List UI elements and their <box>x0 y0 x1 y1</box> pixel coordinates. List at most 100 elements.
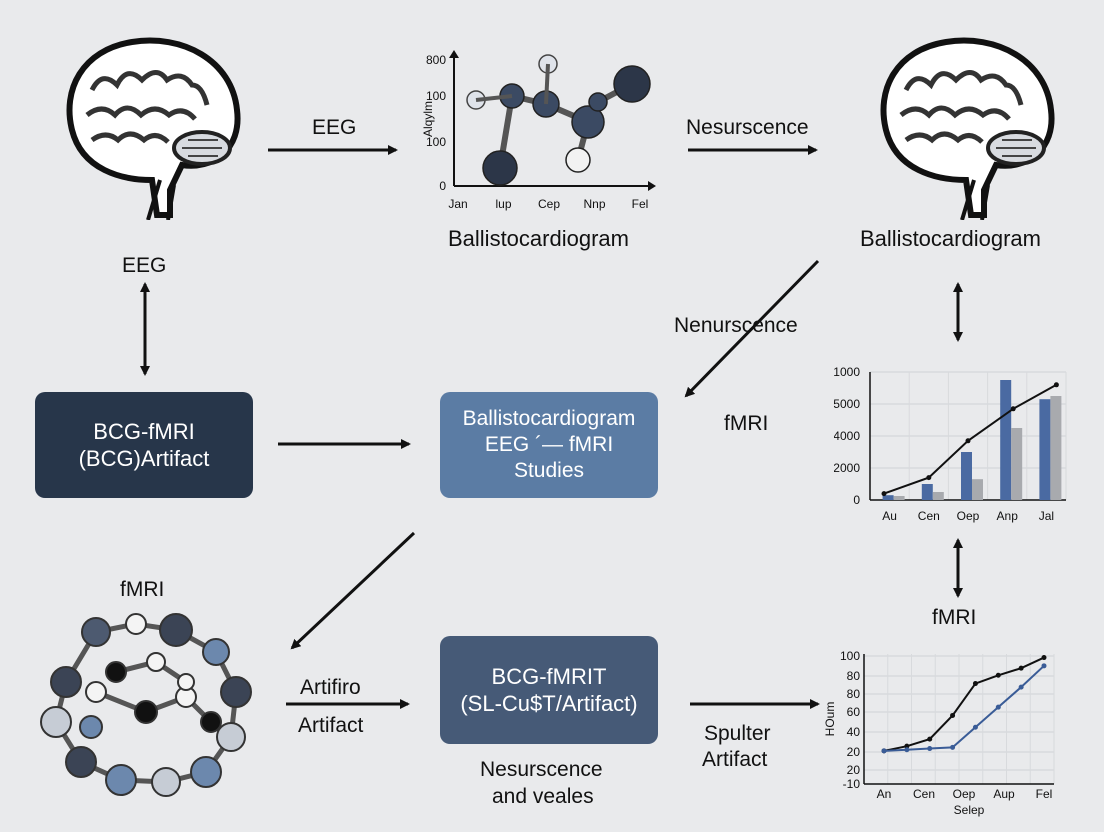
label-neuroscience-top: Nesurscence <box>686 116 809 139</box>
y-axis-label: Alqylm <box>421 101 435 137</box>
bar <box>961 452 972 500</box>
trend-point <box>965 438 971 444</box>
x-tick-label: Oep <box>957 509 980 523</box>
series-point <box>927 736 933 742</box>
series-point <box>972 681 978 687</box>
x-tick-label: Cen <box>918 509 940 523</box>
data-point <box>613 65 651 103</box>
x-tick-label: Fel <box>1036 787 1053 801</box>
label-bottom-caption-1: Nesurscence <box>480 758 603 781</box>
label-bottom-caption-2: and veales <box>492 785 594 808</box>
data-point <box>482 150 518 186</box>
box-line: (SL-Cu$T/Artifact) <box>460 691 638 716</box>
x-tick-label: Cen <box>913 787 935 801</box>
y-tick-label: 100 <box>840 649 860 663</box>
series-point <box>1041 655 1047 661</box>
series-point <box>904 747 910 753</box>
trend-point <box>1053 382 1059 388</box>
data-point <box>565 147 591 173</box>
y-tick-label: 0 <box>439 179 446 193</box>
label-artifact-arrow-1: Artifiro <box>300 676 361 699</box>
box-line: BCG-fMRI <box>93 419 195 444</box>
label-eeg-left: EEG <box>122 254 167 277</box>
label-spulter-1: Spulter <box>704 722 771 745</box>
box-bcg-fmrit-artifact: BCG-fMRIT (SL-Cu$T/Artifact) <box>440 636 658 744</box>
y-tick-label: 0 <box>853 493 860 507</box>
series-point <box>995 672 1001 678</box>
y-tick-label: 20 <box>847 745 861 759</box>
y-tick-label: 40 <box>847 725 861 739</box>
x-tick-label: Nnp <box>583 197 605 211</box>
x-tick-label: Jan <box>448 197 467 211</box>
bar <box>1050 396 1062 500</box>
box-line: Studies <box>513 459 585 482</box>
label-fmri-left: fMRI <box>120 578 165 601</box>
label-artifact-arrow-2: Artifact <box>298 714 364 737</box>
series-point <box>904 743 910 749</box>
label-eeg-top: EEG <box>312 116 357 139</box>
bond-line <box>544 63 550 105</box>
bar <box>932 492 944 500</box>
x-tick-label: Cep <box>538 197 560 211</box>
series-point <box>1018 684 1024 690</box>
label-ballistocardiogram-right: Ballistocardiogram <box>860 226 1041 251</box>
box-bcg-fmri-artifact: BCG-fMRI (BCG)Artifact <box>35 392 253 498</box>
arrow-icon <box>290 531 416 650</box>
x-tick-label: An <box>877 787 892 801</box>
trend-point <box>881 491 887 497</box>
y-tick-label: 80 <box>847 687 861 701</box>
series-point <box>995 704 1001 710</box>
bar <box>921 484 933 500</box>
box-line: EEG ´— fMRI <box>484 433 614 456</box>
y-tick-label: 800 <box>426 53 446 67</box>
x-tick-label: Oep <box>953 787 976 801</box>
label-spulter-2: Artifact <box>702 748 768 771</box>
series-point <box>1041 663 1047 669</box>
bar <box>972 479 983 500</box>
x-axis-label: Selep <box>954 803 985 817</box>
y-tick-label: 100 <box>426 89 446 103</box>
series-point <box>972 724 978 730</box>
series-line <box>883 656 1045 752</box>
series-point <box>881 748 887 754</box>
bar <box>1011 428 1023 500</box>
y-tick-label: 1000 <box>834 365 860 379</box>
trend-point <box>926 475 932 481</box>
x-tick-label: lup <box>495 197 511 211</box>
series-point <box>1018 665 1024 671</box>
y-tick-label: -10 <box>843 777 861 791</box>
bar <box>1039 399 1051 500</box>
y-tick-label: 5000 <box>834 397 860 411</box>
y-axis-label: HOum <box>824 702 837 737</box>
box-line: Ballistocardiogram <box>462 407 636 430</box>
bar <box>1000 380 1012 500</box>
y-tick-label: 60 <box>847 705 861 719</box>
y-axis-arrow-icon <box>449 50 459 58</box>
data-point <box>571 105 605 139</box>
y-tick-label: 80 <box>847 669 861 683</box>
x-tick-label: Anp <box>997 509 1019 523</box>
y-tick-label: 4000 <box>834 429 860 443</box>
label-neuroscience-diag: Nenurscence <box>674 314 798 337</box>
bar <box>893 496 905 500</box>
x-tick-label: Fel <box>632 197 649 211</box>
label-fmri-center: fMRI <box>724 412 769 435</box>
bar <box>882 495 894 500</box>
series-point <box>927 746 933 752</box>
y-tick-label: 100 <box>426 135 446 149</box>
brain-icon <box>66 37 241 220</box>
x-axis-arrow-icon <box>648 181 656 191</box>
trend-point <box>1010 406 1016 412</box>
brain-icon <box>880 37 1055 220</box>
box-ballisto-eeg-fmri-studies: Ballistocardiogram EEG ´— fMRI Studies <box>440 392 658 498</box>
bond-line <box>475 94 513 102</box>
series-point <box>950 744 956 750</box>
label-fmri-right: fMRI <box>932 606 977 629</box>
box-line: (BCG)Artifact <box>78 446 210 471</box>
x-tick-label: Aup <box>993 787 1015 801</box>
